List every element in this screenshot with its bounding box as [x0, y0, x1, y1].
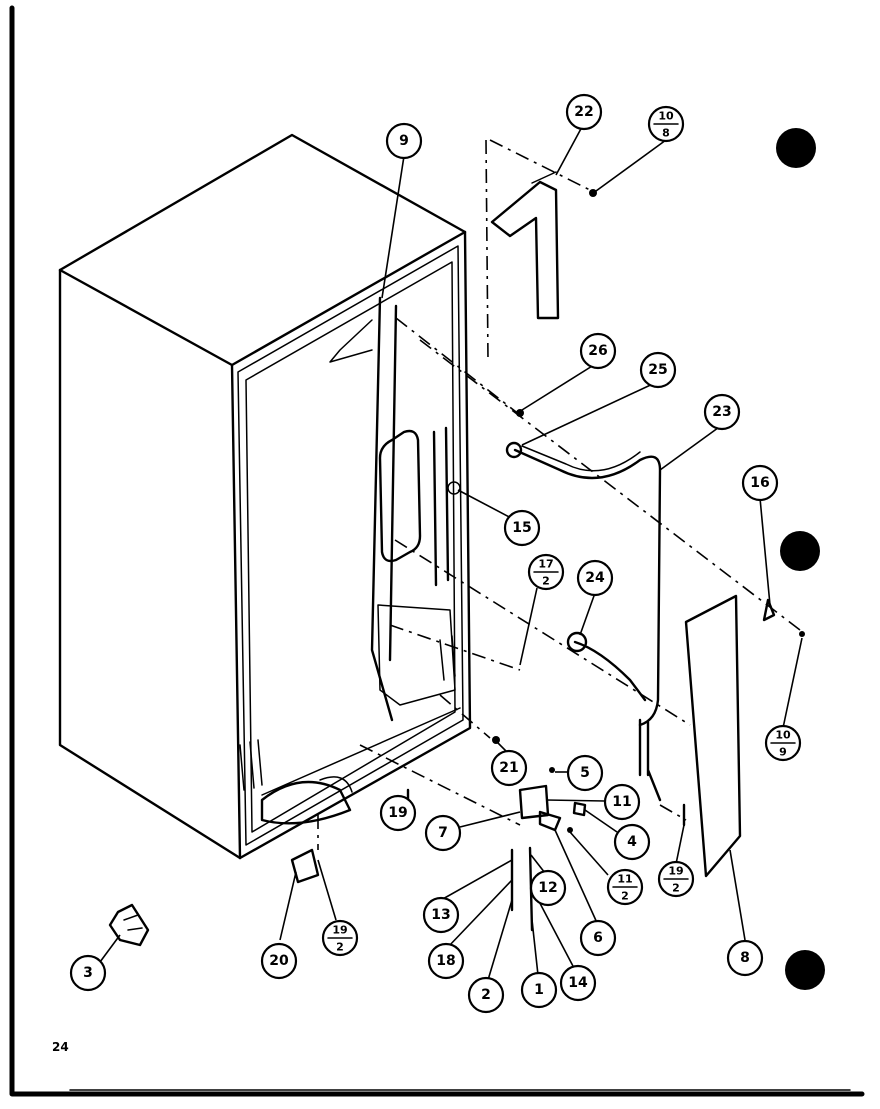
callout-16: 16 — [741, 464, 779, 502]
callout-label-22: 22 — [574, 104, 593, 120]
fraction-callout-10-9: 109 — [764, 724, 802, 762]
callout-6: 6 — [579, 919, 617, 957]
callout-12: 12 — [529, 869, 567, 907]
callout-22: 22 — [565, 93, 603, 131]
bracket-22 — [485, 139, 597, 361]
callout-label-23: 23 — [712, 404, 731, 420]
callout-label-24: 24 — [585, 570, 605, 586]
tube-23 — [505, 441, 662, 802]
fraction-callout-19-2-left: 192 — [321, 919, 359, 957]
callout-23: 23 — [703, 393, 741, 431]
callout-9: 9 — [385, 122, 423, 160]
callout-label-2: 2 — [481, 987, 491, 1003]
rear-tubing — [239, 296, 461, 825]
leader-lines — [99, 124, 803, 981]
callout-label-21: 21 — [499, 760, 518, 776]
callout-19: 19 — [379, 794, 417, 832]
callout-label-20: 20 — [269, 953, 289, 969]
callout-2: 2 — [467, 976, 505, 1014]
page-border — [9, 5, 865, 1097]
callout-13: 13 — [422, 896, 460, 934]
fraction-bottom: 8 — [662, 127, 670, 140]
small-parts — [108, 409, 805, 947]
callout-18: 18 — [427, 942, 465, 980]
fraction-bottom: 9 — [779, 746, 787, 759]
callout-label-11: 11 — [612, 794, 631, 810]
callout-4: 4 — [613, 823, 651, 861]
fraction-callout-11-2: 112 — [606, 868, 644, 906]
callout-11: 11 — [603, 783, 641, 821]
callout-label-25: 25 — [648, 362, 667, 378]
fraction-bottom: 2 — [542, 575, 550, 588]
fraction-callout-17-2: 172 — [527, 553, 565, 591]
callout-25: 25 — [639, 351, 677, 389]
callout-label-26: 26 — [588, 343, 607, 359]
page-number: 24 — [52, 1040, 69, 1054]
callout-8: 8 — [726, 939, 764, 977]
callout-label-15: 15 — [512, 520, 531, 536]
fraction-bottom: 2 — [672, 882, 680, 895]
callout-26: 26 — [579, 332, 617, 370]
fraction-top: 19 — [332, 924, 347, 937]
callout-15: 15 — [503, 509, 541, 547]
refrigerator-cabinet — [58, 133, 472, 860]
fraction-callout-19-2-right: 192 — [657, 860, 695, 898]
callout-label-12: 12 — [538, 880, 557, 896]
callout-label-7: 7 — [438, 825, 448, 841]
fraction-bottom: 2 — [336, 941, 344, 954]
callout-label-19: 19 — [388, 805, 407, 821]
callout-label-13: 13 — [431, 907, 450, 923]
callout-5: 5 — [566, 754, 604, 792]
fraction-bottom: 2 — [621, 890, 629, 903]
callout-label-3: 3 — [83, 965, 93, 981]
callout-3: 3 — [69, 954, 107, 992]
callout-14: 14 — [559, 964, 597, 1002]
callout-1: 1 — [520, 971, 558, 1009]
registration-dots — [776, 128, 825, 990]
callout-label-9: 9 — [399, 133, 409, 149]
callout-label-6: 6 — [593, 930, 603, 946]
callout-7: 7 — [424, 814, 462, 852]
callout-24: 24 — [576, 559, 614, 597]
callout-label-18: 18 — [436, 953, 455, 969]
callout-20: 20 — [260, 942, 298, 980]
callout-label-8: 8 — [740, 950, 750, 966]
fraction-top: 10 — [775, 729, 791, 742]
fraction-top: 19 — [668, 865, 683, 878]
callout-label-4: 4 — [627, 834, 637, 850]
callout-21: 21 — [490, 749, 528, 787]
fraction-top: 11 — [617, 873, 632, 886]
guide-lines — [317, 317, 801, 850]
panel-8 — [684, 594, 742, 878]
fraction-callout-10-8: 108 — [647, 105, 685, 143]
callout-label-1: 1 — [534, 982, 544, 998]
fraction-top: 17 — [538, 558, 553, 571]
fraction-top: 10 — [658, 110, 674, 123]
callout-label-16: 16 — [750, 475, 769, 491]
callout-label-14: 14 — [568, 975, 588, 991]
callout-label-5: 5 — [580, 765, 590, 781]
